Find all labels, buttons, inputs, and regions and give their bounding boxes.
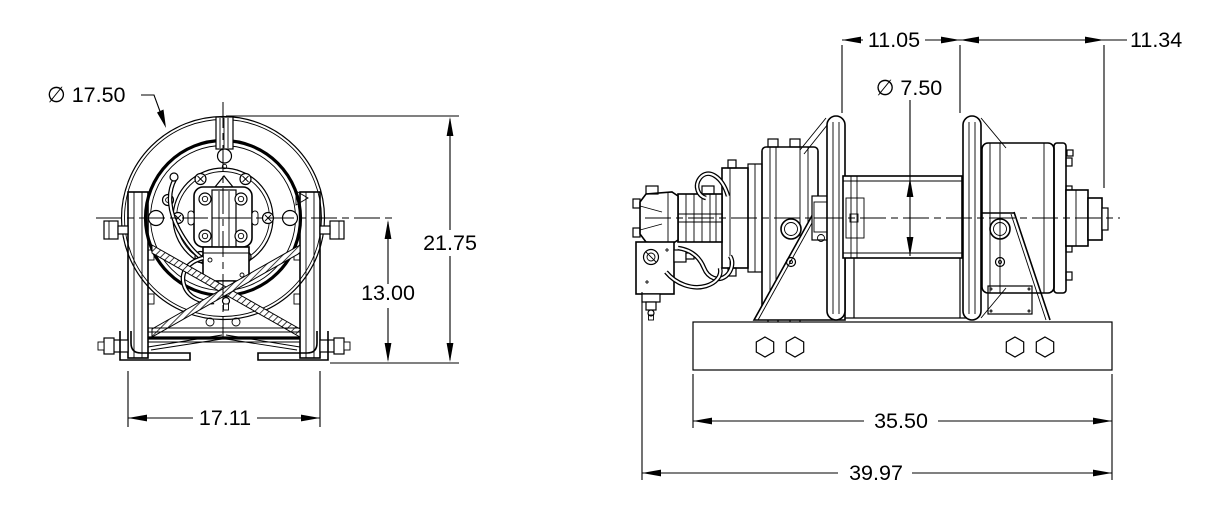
dimension-drum-barrel-diameter: ∅ 7.50 — [876, 76, 943, 256]
upper-bolt-left — [103, 220, 129, 240]
motor-bolt — [234, 192, 248, 206]
rotation-pointer — [295, 190, 309, 206]
dimension-overall-height: 21.75 — [226, 115, 477, 364]
dim-text-base-length: 35.50 — [874, 409, 928, 433]
drum-barrel — [842, 175, 963, 259]
control-valve — [635, 241, 695, 321]
lower-bolt-left — [97, 337, 129, 355]
motor-bolt — [198, 192, 212, 206]
dim-text-frame-width: 17.11 — [199, 406, 251, 430]
dim-text-drum-barrel-diameter: ∅ 7.50 — [876, 76, 943, 100]
bolt — [239, 172, 252, 186]
front-view: ∅ 17.50 21.75 13.00 — [47, 83, 477, 430]
motor-top-cap — [213, 175, 235, 188]
centerlines-front — [96, 102, 395, 338]
valve-block-front — [202, 246, 250, 282]
dimension-flange-diameter: ∅ 17.50 — [47, 83, 166, 128]
hex-bolt — [785, 336, 805, 358]
dimension-drum-length: 11.05 — [841, 28, 961, 113]
dim-text-drum-length: 11.05 — [868, 28, 920, 52]
support-bracket-right — [981, 211, 1051, 321]
brake-lever — [167, 172, 205, 261]
end-cap — [1087, 197, 1103, 241]
cross-member — [845, 258, 966, 319]
cable-wedge-slot — [215, 116, 234, 170]
hydraulic-motor-side — [632, 185, 679, 245]
hex-bolt — [1005, 336, 1025, 358]
dimension-brake-end-length: 11.34 — [960, 28, 1182, 188]
dim-text-brake-end-length: 11.34 — [1130, 28, 1182, 52]
motor-bolt — [234, 229, 248, 243]
side-view: 11.05 11.34 ∅ 7.50 35.50 — [632, 28, 1182, 485]
motor-bolt — [198, 229, 212, 243]
dim-text-centerline-height: 13.00 — [361, 281, 415, 305]
dimension-overall-length: 39.97 — [641, 292, 1112, 485]
bolt — [194, 172, 207, 186]
dim-text-overall-length: 39.97 — [849, 461, 903, 485]
hex-bolt — [1035, 336, 1055, 358]
upper-bolt-right — [319, 220, 345, 240]
mounting-frame — [97, 191, 351, 361]
dim-text-overall-height: 21.75 — [423, 231, 477, 255]
dimension-frame-width: 17.11 — [127, 371, 321, 430]
base-plate — [692, 321, 1113, 371]
hydraulic-hoses — [664, 171, 735, 290]
lower-bolt-right — [319, 337, 351, 355]
dim-text-flange-diameter: ∅ 17.50 — [47, 83, 126, 107]
hex-bolt — [755, 336, 775, 358]
dimension-base-length: 35.50 — [692, 374, 1113, 480]
foot-right — [257, 331, 329, 361]
nameplate — [987, 285, 1033, 315]
shaft-tip — [1101, 207, 1109, 231]
foot-left — [119, 331, 191, 361]
dimension-centerline-height: 13.00 — [361, 220, 415, 362]
